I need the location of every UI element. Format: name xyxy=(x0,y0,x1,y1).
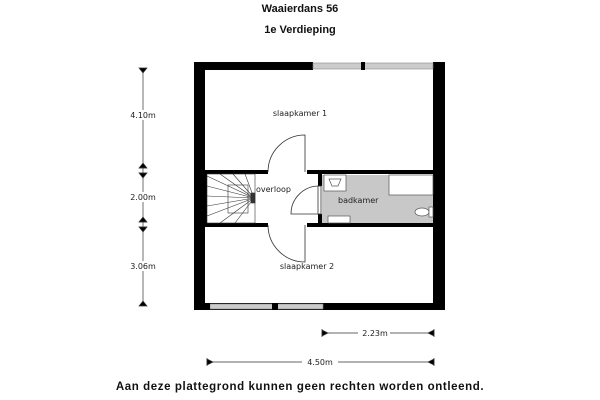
floor-name: 1e Verdieping xyxy=(264,24,336,36)
shower xyxy=(388,174,434,196)
room-label-bedroom1: slaapkamer 1 xyxy=(273,109,327,118)
dimension-top-height: 4.10m xyxy=(130,111,156,120)
dimension-total-width: 4.50m xyxy=(307,358,333,367)
dimension-partial-width: 2.23m xyxy=(362,329,388,338)
disclaimer: Aan deze plattegrond kunnen geen rechten… xyxy=(115,381,485,393)
plan-title: Waaierdans 56 xyxy=(261,3,339,15)
toilet xyxy=(414,207,430,217)
room-label-landing: overloop xyxy=(256,185,291,194)
washbasin xyxy=(327,215,351,224)
bathroom-fixtures xyxy=(323,174,434,224)
dimension-middle-height: 2.00m xyxy=(130,193,156,202)
doors xyxy=(267,134,322,263)
windows xyxy=(205,62,434,310)
dimension-bottom-height: 3.06m xyxy=(130,262,156,271)
sink xyxy=(323,174,347,192)
room-label-bedroom2: slaapkamer 2 xyxy=(280,262,334,271)
room-label-bathroom: badkamer xyxy=(338,196,379,205)
staircase xyxy=(206,173,256,224)
interior-walls xyxy=(205,170,433,227)
